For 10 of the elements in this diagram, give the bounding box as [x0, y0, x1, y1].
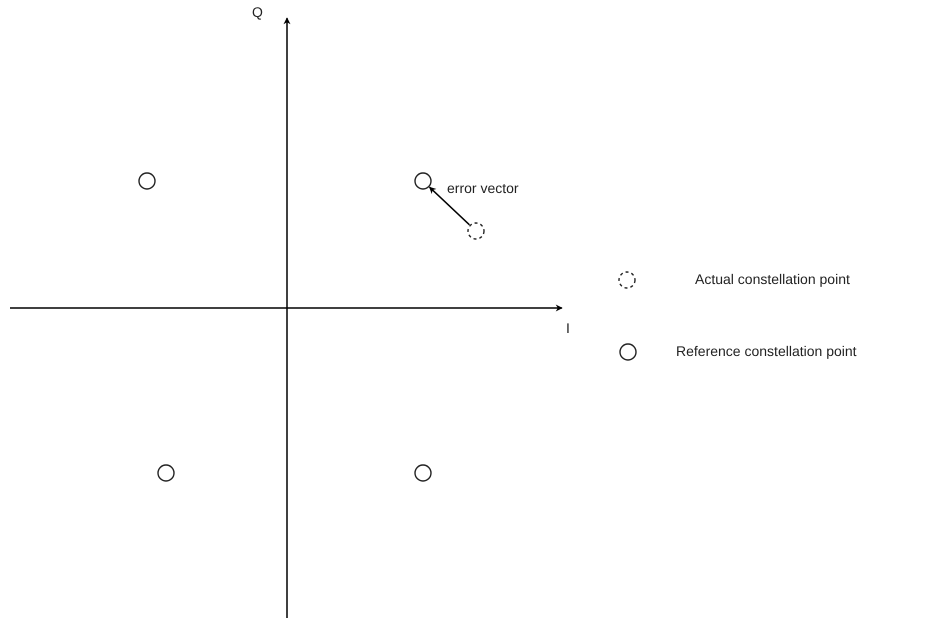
axis-label: I: [566, 320, 570, 336]
reference-constellation-point: [413, 463, 433, 483]
reference-constellation-point: [413, 171, 433, 191]
reference-constellation-point: [156, 463, 176, 483]
legend-label: Actual constellation point: [695, 271, 850, 287]
axis-label: Q: [252, 4, 263, 20]
actual-constellation-point: [466, 221, 486, 241]
reference-constellation-point: [137, 171, 157, 191]
legend-label: Reference constellation point: [676, 343, 857, 359]
error-vector-arrow: [429, 186, 470, 226]
